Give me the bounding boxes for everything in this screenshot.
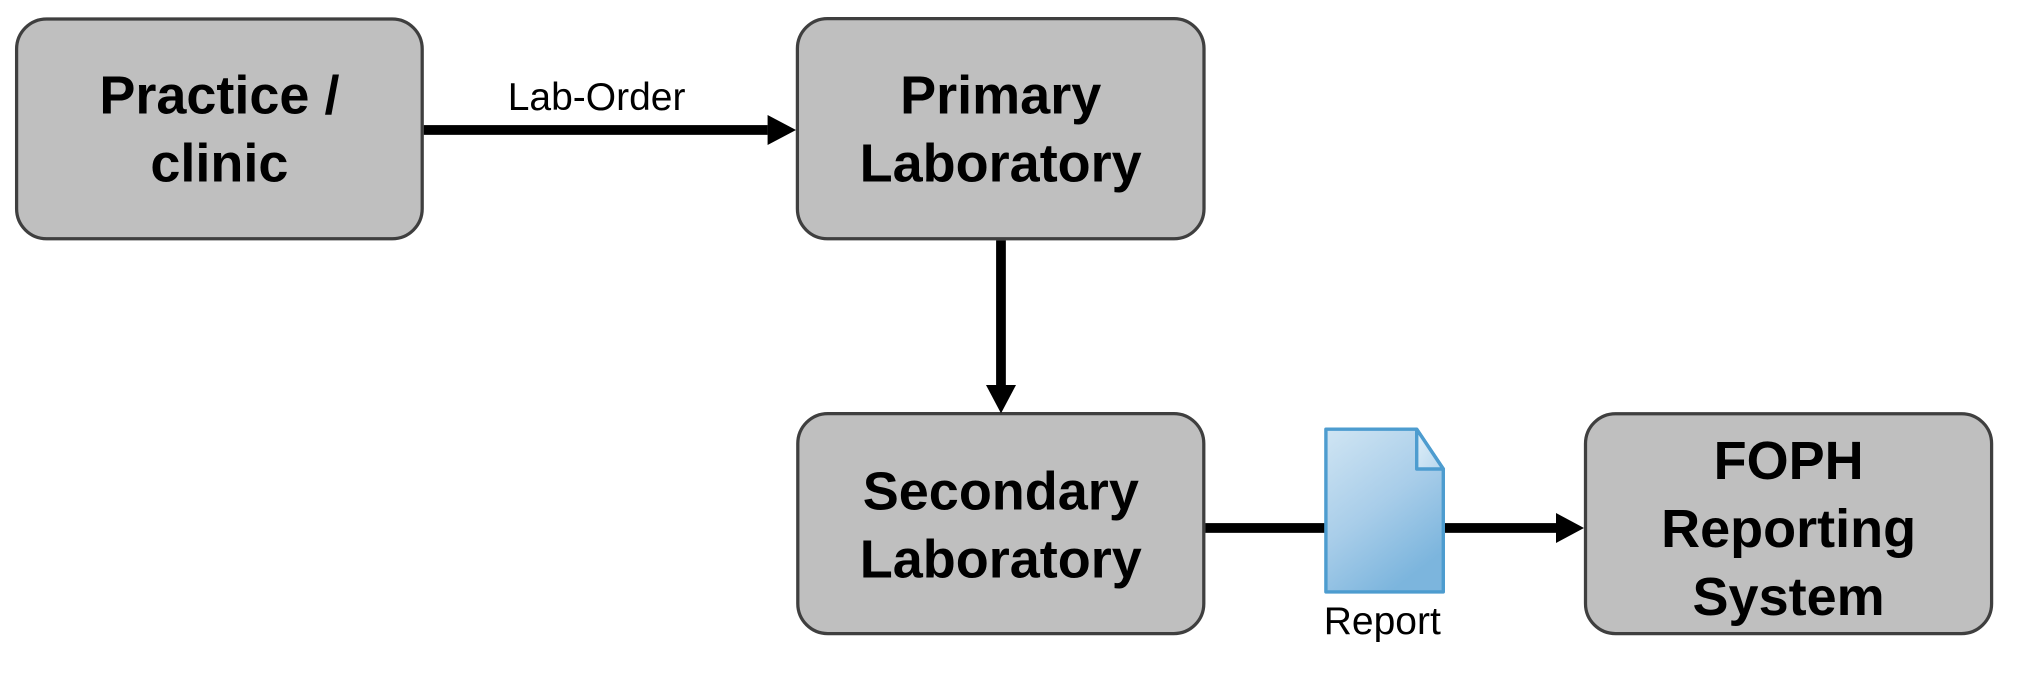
svg-text:System: System — [1693, 567, 1885, 627]
svg-text:Laboratory: Laboratory — [860, 134, 1142, 194]
svg-text:Lab-Order: Lab-Order — [508, 76, 686, 119]
svg-text:Practice /: Practice / — [99, 66, 339, 126]
svg-text:Report: Report — [1324, 600, 1441, 643]
svg-text:Secondary: Secondary — [863, 462, 1139, 522]
svg-text:clinic: clinic — [150, 134, 288, 194]
svg-text:Laboratory: Laboratory — [860, 530, 1142, 590]
svg-text:Primary: Primary — [900, 66, 1101, 126]
svg-text:FOPH: FOPH — [1714, 431, 1864, 491]
svg-text:Reporting: Reporting — [1661, 499, 1916, 559]
